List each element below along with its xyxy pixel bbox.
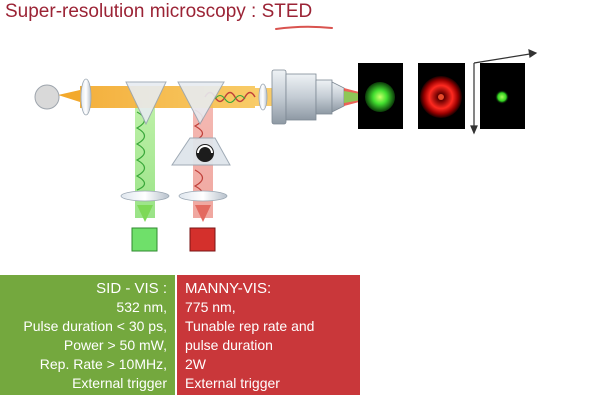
red-focus-icon [195,205,211,222]
dichroic-prism-green-icon [125,81,167,126]
dichroic-prism-red-icon [177,81,225,126]
sted-spot-panel [480,63,525,129]
phase-plate-icon [171,137,231,166]
objective-icon [271,69,345,125]
sted-setup-diagram [34,49,538,252]
source-lens-icon [80,78,92,116]
excitation-spot-panel [358,63,403,129]
red-lens-icon [178,190,228,202]
tube-lens-icon [258,83,268,111]
green-focus-icon [137,205,153,222]
sid-vis-rep-rate: Rep. Rate > 10MHz, [39,356,167,372]
sid-vis-wavelength: 532 nm, [116,299,167,315]
green-lens-icon [120,190,170,202]
title-highlight: STED [261,1,313,22]
manny-vis-wavelength: 775 nm, [185,299,236,315]
sid-vis-laser-box: SID - VIS : 532 nm, Pulse duration < 30 … [0,275,175,395]
manny-vis-pulse-duration: pulse duration [185,337,273,353]
manny-vis-power: 2W [185,356,206,372]
title-prefix: Super-resolution microscopy : [5,1,262,22]
manny-vis-laser-box: MANNY-VIS: 775 nm, Tunable rep rate and … [177,275,360,395]
sid-vis-heading: SID - VIS : [96,280,167,297]
green-beam-path [135,100,155,218]
sid-vis-pulse-duration: Pulse duration < 30 ps, [23,318,167,334]
slide-title: Super-resolution microscopy : STED [5,0,312,24]
sid-vis-trigger: External trigger [72,375,167,391]
manny-vis-heading: MANNY-VIS: [185,280,272,297]
sid-vis-power: Power > 50 mW, [63,337,167,353]
title-underline [275,25,333,30]
green-laser-square-icon [131,227,158,252]
light-source-icon [34,84,60,110]
manny-vis-rep-rate: Tunable rep rate and [185,318,315,334]
red-laser-square-icon [189,227,216,252]
manny-vis-trigger: External trigger [185,375,280,391]
depletion-donut-panel [418,63,465,129]
scan-axes-icon [470,49,538,135]
